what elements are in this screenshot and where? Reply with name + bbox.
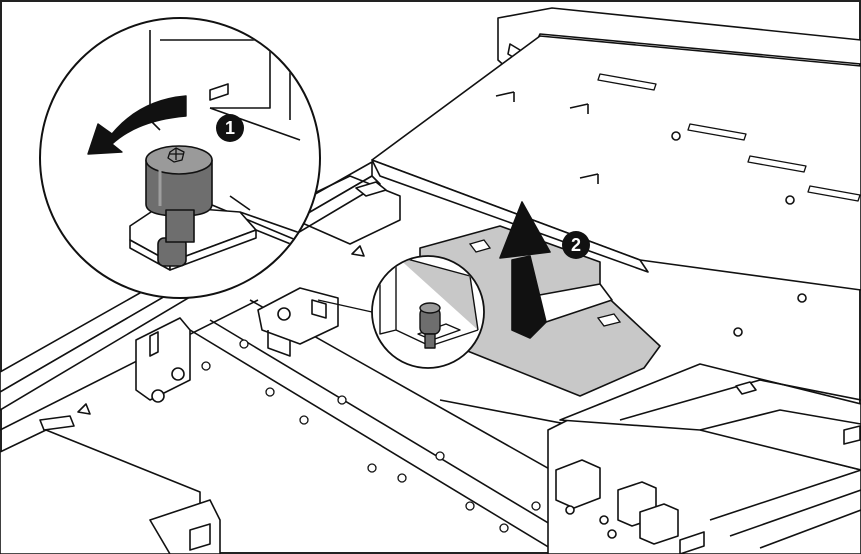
- screw-hole: [671, 131, 681, 141]
- rotate-counterclockwise-arrow-icon: [87, 95, 187, 155]
- callout-1-badge: 1: [216, 114, 244, 142]
- screw-hole: [733, 327, 743, 337]
- front-module: [547, 363, 861, 554]
- callout-2-number: 2: [571, 235, 581, 255]
- small-detail-circle: [317, 255, 485, 369]
- screw-hole: [797, 293, 807, 303]
- thumbscrew-large-icon: [145, 145, 213, 243]
- rivets: [201, 243, 541, 533]
- vent-slots: [597, 73, 861, 202]
- large-detail-circle: 1: [39, 17, 321, 299]
- screw-hole: [785, 195, 795, 205]
- lift-up-arrow-icon: [499, 201, 613, 339]
- callout-1-number: 1: [225, 118, 235, 138]
- callout-2-badge: 2: [562, 231, 590, 259]
